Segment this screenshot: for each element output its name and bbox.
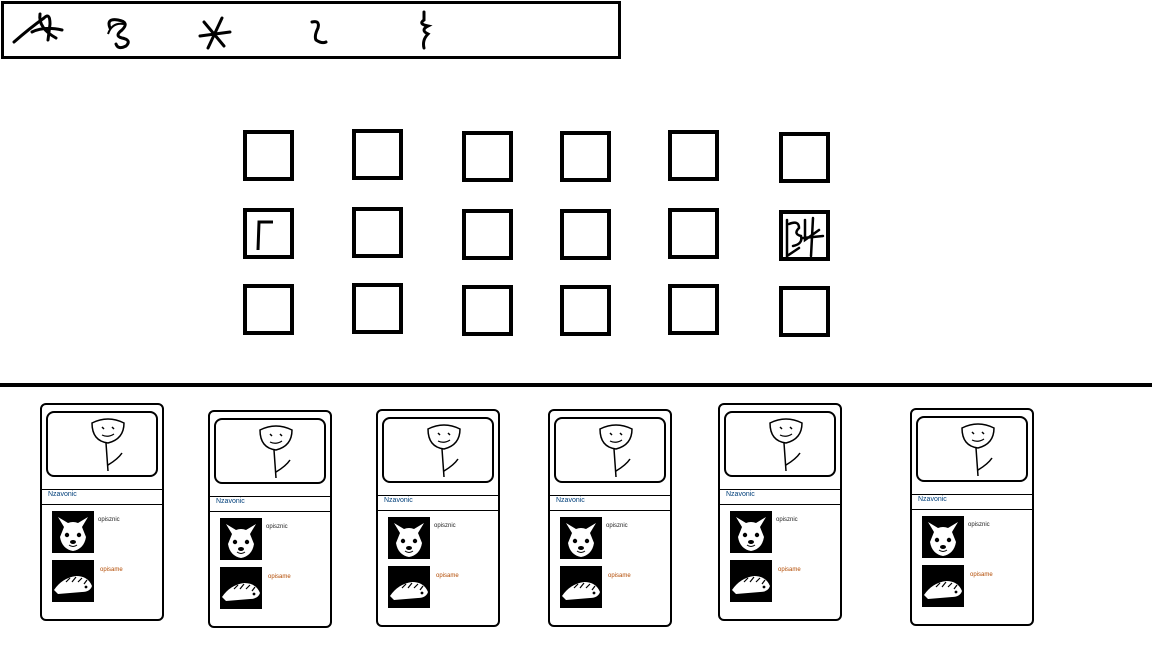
card-portrait <box>46 411 158 477</box>
card-name-bar: Nzavonic <box>42 489 162 505</box>
stick-figure-icon <box>769 418 803 472</box>
hyena-face-icon <box>52 511 94 553</box>
board-cell[interactable] <box>779 132 830 183</box>
hedgehog-icon <box>560 566 602 608</box>
creature-card[interactable]: Nzavonic opisznic opisame <box>910 408 1034 626</box>
board-cell[interactable] <box>668 208 719 259</box>
card-name-bar: Nzavonic <box>378 495 498 511</box>
board-cell[interactable] <box>352 129 403 180</box>
ability-label: opisznic <box>98 517 120 523</box>
creature-card[interactable]: Nzavonic opisznic opisame <box>208 410 332 628</box>
card-name: Nzavonic <box>216 498 245 505</box>
card-portrait <box>382 417 494 483</box>
hyena-face-icon <box>730 511 772 553</box>
hedgehog-icon <box>730 560 772 602</box>
card-name-bar: Nzavonic <box>550 495 670 511</box>
stick-figure-icon <box>91 418 125 472</box>
card-portrait <box>916 416 1028 482</box>
ability-label: opisznic <box>266 524 288 530</box>
board-cell-marked[interactable] <box>243 208 294 259</box>
squiggle-z-symbol[interactable] <box>304 8 334 52</box>
ability-label: opisznic <box>606 523 628 529</box>
scribble-mark-icon <box>785 216 825 259</box>
card-name-bar: Nzavonic <box>720 489 840 505</box>
stick-figure-icon <box>599 424 633 478</box>
card-name-bar: Nzavonic <box>210 496 330 512</box>
board-cell[interactable] <box>243 130 294 181</box>
board-cell[interactable] <box>668 130 719 181</box>
board-cell[interactable] <box>352 283 403 334</box>
creature-card[interactable]: Nzavonic opisznic opisame <box>376 409 500 627</box>
board-cell[interactable] <box>462 131 513 182</box>
card-name-bar: Nzavonic <box>912 494 1032 510</box>
ability-label: opisame <box>970 572 993 578</box>
card-portrait <box>554 417 666 483</box>
knot-symbol[interactable] <box>100 8 140 52</box>
board-cell[interactable] <box>462 285 513 336</box>
ability-label: opisame <box>100 567 123 573</box>
stick-figure-icon <box>259 425 293 479</box>
ability-label: opisame <box>778 567 801 573</box>
card-name: Nzavonic <box>726 491 755 498</box>
hedgehog-icon <box>52 560 94 602</box>
board-cell[interactable] <box>243 284 294 335</box>
corner-mark-icon <box>256 220 273 251</box>
hedgehog-icon <box>922 565 964 607</box>
stick-figure-icon <box>427 424 461 478</box>
stick-figure-icon <box>961 423 995 477</box>
card-name: Nzavonic <box>918 496 947 503</box>
hyena-face-icon <box>388 517 430 559</box>
card-portrait <box>724 411 836 477</box>
hyena-face-icon <box>560 517 602 559</box>
cursive-a-symbol[interactable] <box>10 8 70 52</box>
board-cell[interactable] <box>779 286 830 337</box>
hand-divider <box>0 383 1152 387</box>
ability-label: opisznic <box>776 517 798 523</box>
ability-label: opisame <box>608 573 631 579</box>
creature-card[interactable]: Nzavonic opisznic opisame <box>718 403 842 621</box>
card-name: Nzavonic <box>384 497 413 504</box>
card-name: Nzavonic <box>48 491 77 498</box>
board-cell[interactable] <box>560 131 611 182</box>
hedgehog-icon <box>388 566 430 608</box>
symbol-bar <box>1 1 621 59</box>
creature-card[interactable]: Nzavonic opisznic opisame <box>548 409 672 627</box>
board-cell[interactable] <box>560 285 611 336</box>
hedgehog-icon <box>220 567 262 609</box>
ability-label: opisznic <box>434 523 456 529</box>
ability-label: opisame <box>436 573 459 579</box>
hyena-face-icon <box>922 516 964 558</box>
board-cell-marked[interactable] <box>779 210 830 261</box>
board-cell[interactable] <box>462 209 513 260</box>
board-cell[interactable] <box>668 284 719 335</box>
card-portrait <box>214 418 326 484</box>
board-cell[interactable] <box>560 209 611 260</box>
ability-label: opisznic <box>968 522 990 528</box>
board-cell[interactable] <box>352 207 403 258</box>
star-cross-symbol[interactable] <box>194 8 234 52</box>
lightning-squiggle-symbol[interactable] <box>412 8 442 52</box>
ability-label: opisame <box>268 574 291 580</box>
card-name: Nzavonic <box>556 497 585 504</box>
creature-card[interactable]: Nzavonic opisznic opisame <box>40 403 164 621</box>
hyena-face-icon <box>220 518 262 560</box>
